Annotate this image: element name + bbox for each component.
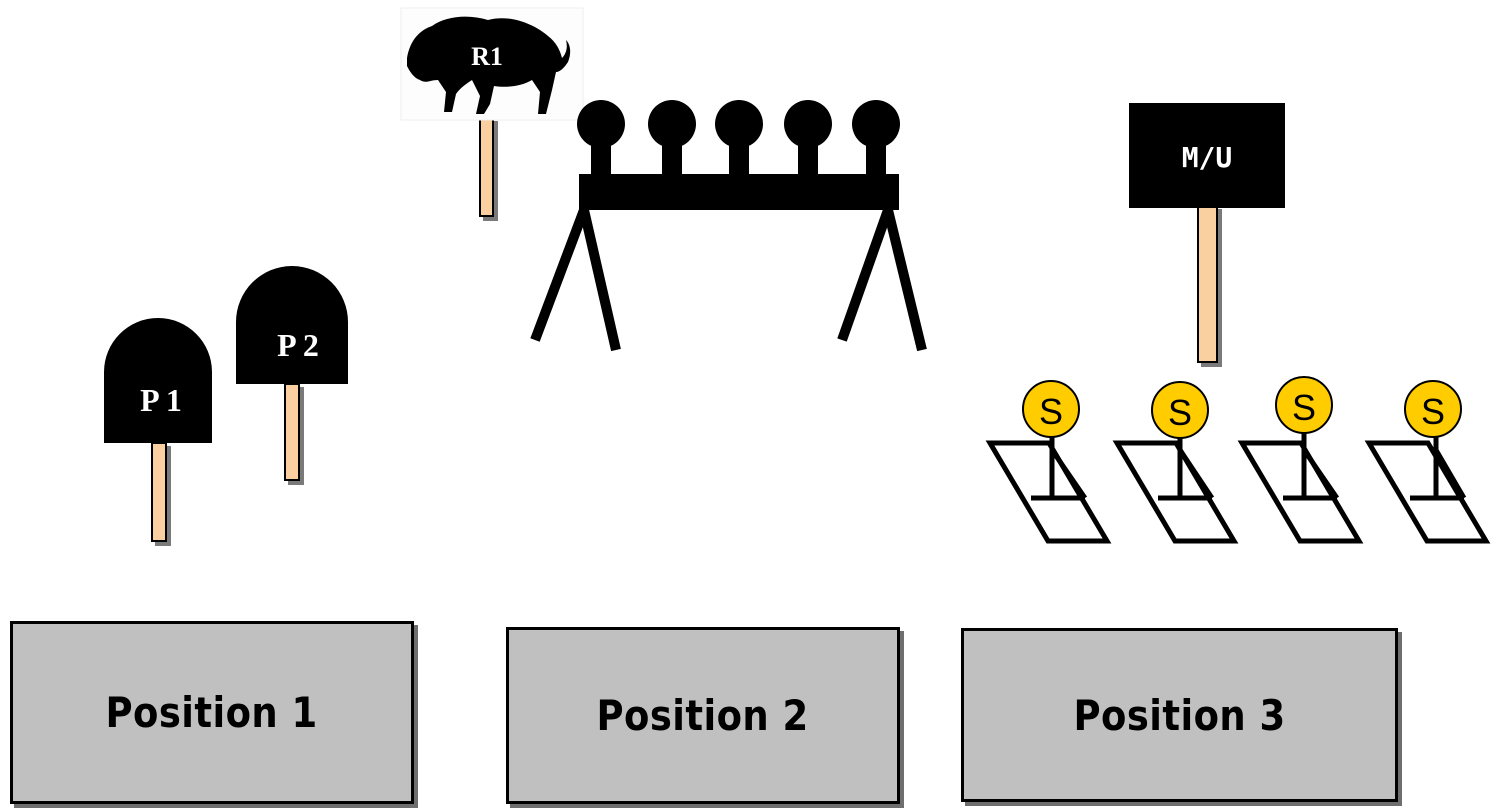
rack-legs	[530, 208, 927, 352]
popper-4	[784, 100, 832, 180]
position-1-label: Position 1	[105, 688, 319, 737]
shotgun-target-label: S	[1292, 387, 1316, 428]
buffalo-icon	[407, 16, 571, 114]
stake	[151, 442, 167, 542]
shotgun-target-1: S	[985, 380, 1112, 544]
shotgun-target-4: S	[1364, 380, 1491, 544]
shotgun-target-3: S	[1237, 376, 1364, 544]
move-up-board	[1129, 103, 1285, 208]
popper-3	[715, 100, 763, 180]
position-1-box: Position 1	[10, 621, 414, 804]
popper-5	[852, 100, 900, 180]
position-2-box: Position 2	[506, 627, 900, 804]
popper-2	[648, 100, 696, 180]
rifle-target-1: R1	[400, 7, 584, 217]
pepper-2-label: P 2	[277, 327, 319, 363]
position-2-label: Position 2	[596, 691, 810, 740]
shotgun-target-label: S	[1039, 391, 1063, 432]
pepper-head	[236, 266, 348, 384]
pepper-head	[104, 318, 212, 443]
rifle-1-label: R1	[471, 42, 503, 71]
shotgun-targets: S S S S	[985, 376, 1491, 544]
popper-rack	[530, 100, 927, 352]
pepper-target-2: P 2	[236, 266, 348, 481]
pepper-target-1: P 1	[104, 318, 212, 542]
popper-1	[577, 100, 625, 180]
stake	[479, 117, 494, 217]
shotgun-target-label: S	[1168, 392, 1192, 433]
stake	[1197, 205, 1218, 363]
pepper-1-label: P 1	[140, 382, 182, 418]
move-up-label: M/U	[1182, 141, 1233, 174]
stake	[284, 383, 300, 481]
shotgun-target-label: S	[1421, 391, 1445, 432]
position-3-label: Position 3	[1073, 690, 1286, 740]
position-3-box: Position 3	[961, 628, 1398, 802]
shotgun-target-2: S	[1112, 381, 1239, 544]
move-up-sign: M/U	[1129, 103, 1285, 363]
